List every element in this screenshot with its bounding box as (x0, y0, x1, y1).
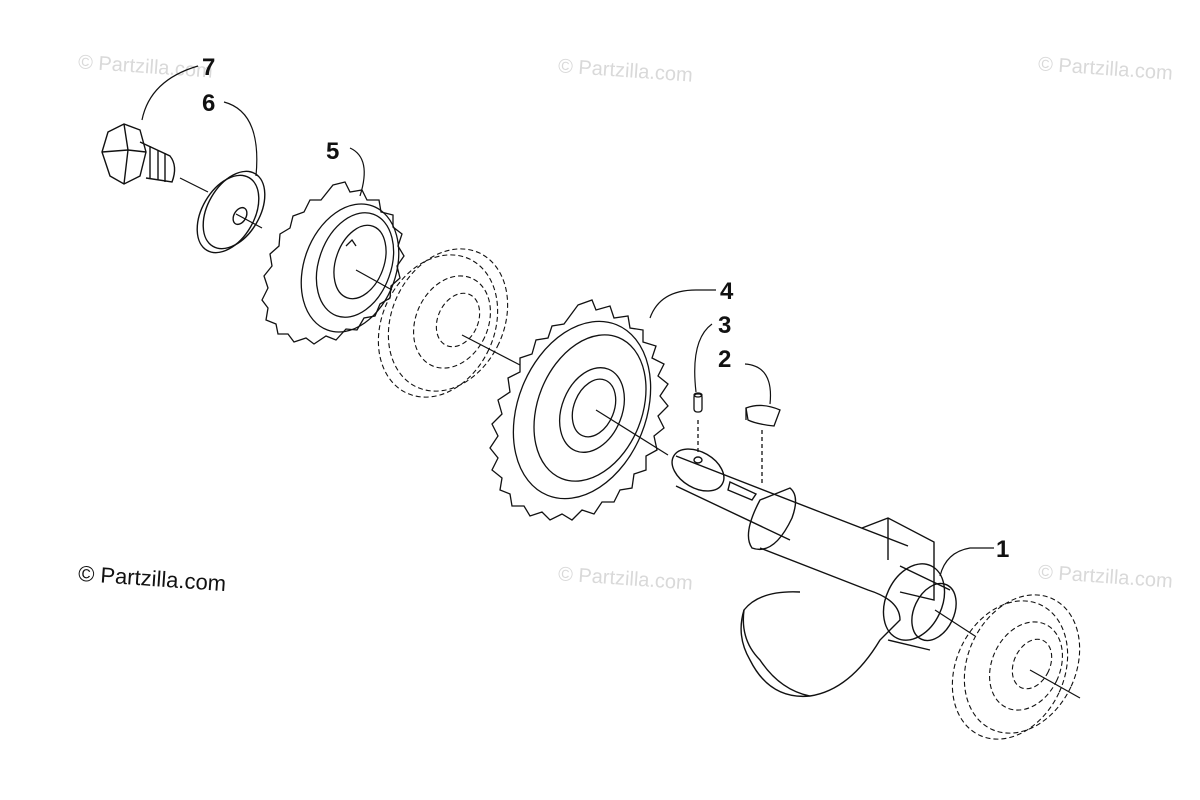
callout-5: 5 (326, 138, 340, 165)
callout-1: 1 (996, 536, 1010, 563)
callout-3: 3 (718, 312, 732, 339)
callout-2: 2 (718, 346, 732, 373)
assembly-axis (179, 177, 1081, 699)
callout-7: 7 (202, 54, 216, 81)
dowel-pin (693, 392, 703, 452)
flange-bolt (101, 123, 176, 185)
callout-4: 4 (720, 278, 734, 305)
bearing-upper (377, 248, 509, 398)
small-gear (261, 181, 405, 345)
leader-lines (141, 65, 994, 577)
balancer-shaft (671, 448, 957, 698)
callout-6: 6 (202, 90, 216, 117)
woodruff-key (745, 404, 781, 485)
large-gear (489, 299, 669, 521)
bearing-lower (951, 594, 1081, 740)
washer (196, 170, 266, 254)
